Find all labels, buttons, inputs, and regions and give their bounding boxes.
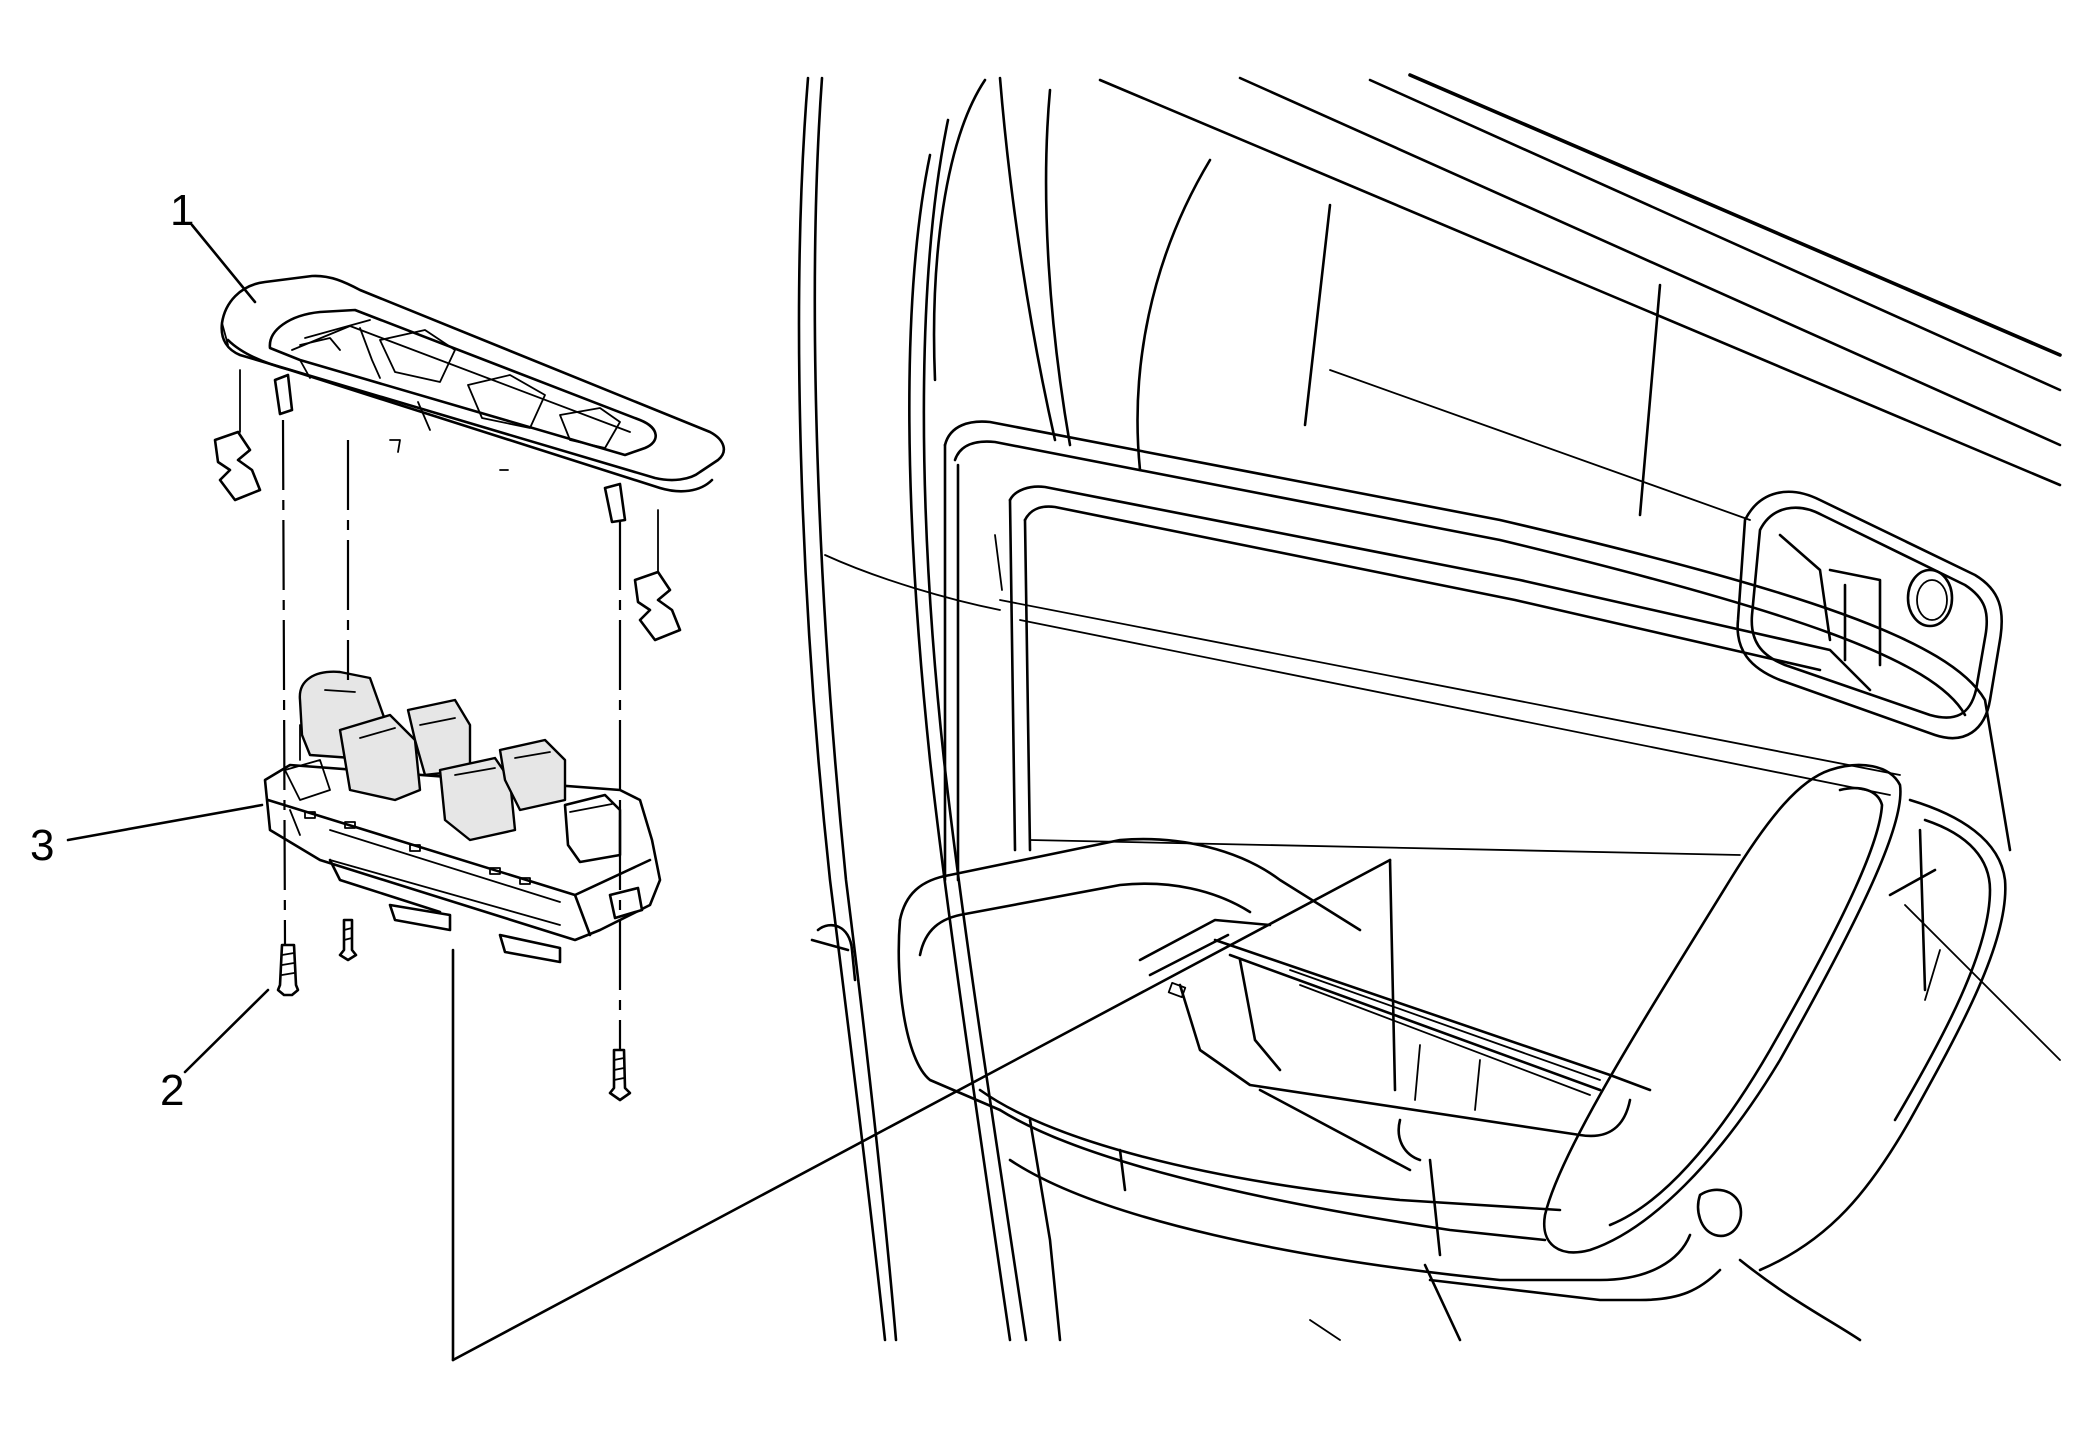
alignment-lines <box>281 419 622 1050</box>
callouts: 1 2 3 <box>30 186 270 1115</box>
callout-3-label: 3 <box>30 821 54 870</box>
callout-1-label: 1 <box>170 186 194 235</box>
install-leader-lines <box>451 858 1397 1362</box>
callout-1-leader <box>190 223 257 304</box>
callout-3-leader <box>66 803 264 842</box>
retaining-clips <box>213 369 682 642</box>
door-trim-panel <box>797 73 2062 1342</box>
callout-2-leader <box>183 988 270 1074</box>
callout-2-label: 2 <box>160 1066 184 1115</box>
window-switch-assembly <box>263 670 662 964</box>
switch-bezel <box>220 274 726 524</box>
screws <box>276 918 632 1102</box>
